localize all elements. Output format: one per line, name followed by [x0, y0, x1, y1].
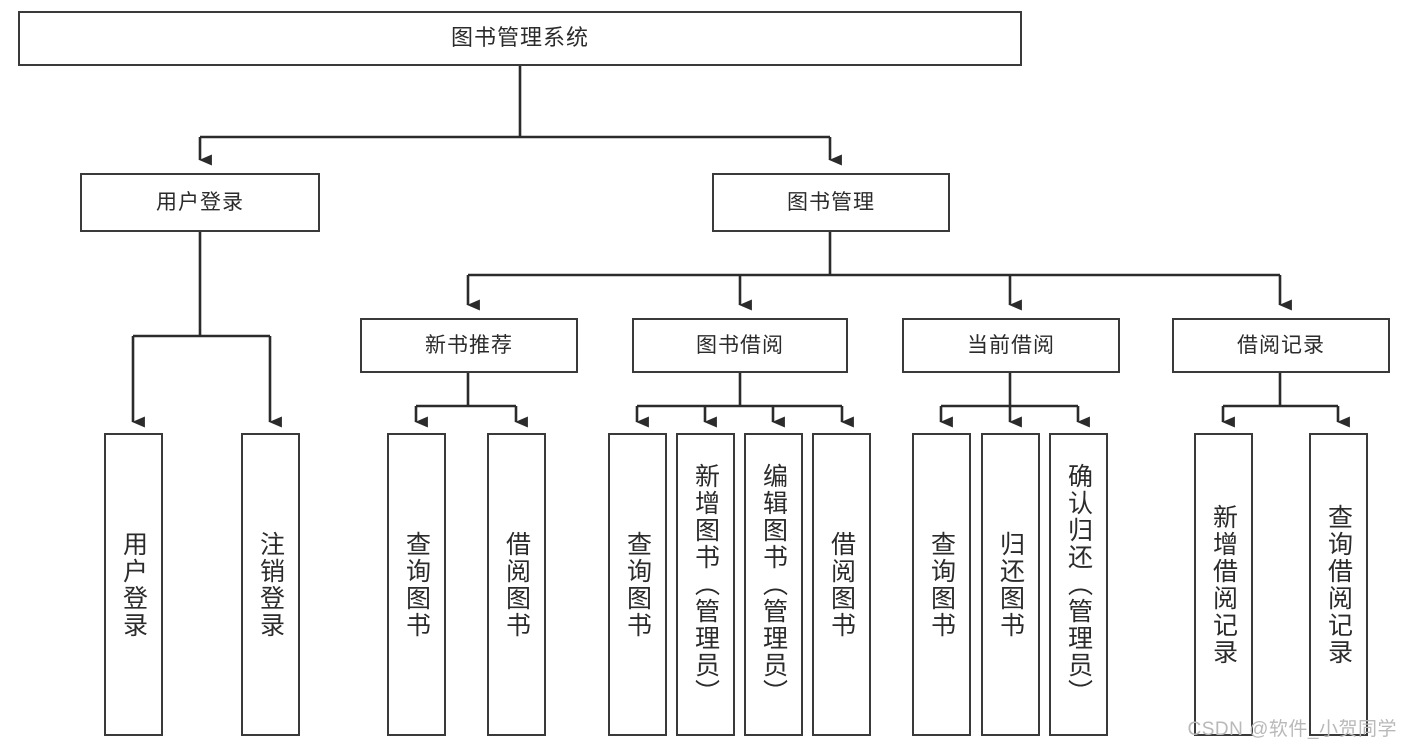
leaf-return-book[interactable]: 归还图书 [981, 433, 1040, 736]
node-label: 新书推荐 [425, 333, 513, 357]
node-new-book-rec[interactable]: 新书推荐 [360, 318, 578, 373]
node-label: 图书借阅 [696, 333, 784, 357]
node-label: 图书管理 [787, 190, 875, 214]
leaf-add-record[interactable]: 新增借阅记录 [1194, 433, 1253, 736]
node-label: 编辑图书（管理员） [759, 463, 788, 706]
node-label: 查询借阅记录 [1324, 503, 1353, 666]
leaf-edit-book[interactable]: 编辑图书（管理员） [744, 433, 803, 736]
node-label: 用户登录 [119, 530, 148, 639]
leaf-query-book-2[interactable]: 查询图书 [608, 433, 667, 736]
node-label: 查询图书 [623, 530, 652, 639]
node-label: 借阅记录 [1237, 333, 1325, 357]
node-root-system[interactable]: 图书管理系统 [18, 11, 1022, 66]
node-book-borrow[interactable]: 图书借阅 [632, 318, 848, 373]
node-label: 查询图书 [402, 530, 431, 639]
leaf-logout[interactable]: 注销登录 [241, 433, 300, 736]
node-label: 用户登录 [156, 190, 244, 214]
leaf-query-book-1[interactable]: 查询图书 [387, 433, 446, 736]
leaf-user-login[interactable]: 用户登录 [104, 433, 163, 736]
node-label: 借阅图书 [502, 530, 531, 639]
leaf-query-book-3[interactable]: 查询图书 [912, 433, 971, 736]
node-book-manage[interactable]: 图书管理 [712, 173, 950, 232]
node-label: 图书管理系统 [450, 25, 589, 51]
leaf-borrow-book-2[interactable]: 借阅图书 [812, 433, 871, 736]
node-current-borrow[interactable]: 当前借阅 [902, 318, 1120, 373]
node-label: 借阅图书 [827, 530, 856, 639]
node-label: 归还图书 [996, 530, 1025, 639]
watermark-text: CSDN @软件_小贺同学 [1187, 719, 1397, 740]
node-label: 新增图书（管理员） [691, 463, 720, 706]
node-label: 新增借阅记录 [1209, 503, 1238, 666]
leaf-add-book[interactable]: 新增图书（管理员） [676, 433, 735, 736]
leaf-confirm-return[interactable]: 确认归还（管理员） [1049, 433, 1108, 736]
node-label: 确认归还（管理员） [1064, 463, 1093, 706]
node-label: 当前借阅 [967, 333, 1055, 357]
node-user-login[interactable]: 用户登录 [80, 173, 320, 232]
leaf-borrow-book-1[interactable]: 借阅图书 [487, 433, 546, 736]
node-borrow-record[interactable]: 借阅记录 [1172, 318, 1390, 373]
leaf-query-record[interactable]: 查询借阅记录 [1309, 433, 1368, 736]
node-label: 注销登录 [256, 530, 285, 639]
node-label: 查询图书 [927, 530, 956, 639]
